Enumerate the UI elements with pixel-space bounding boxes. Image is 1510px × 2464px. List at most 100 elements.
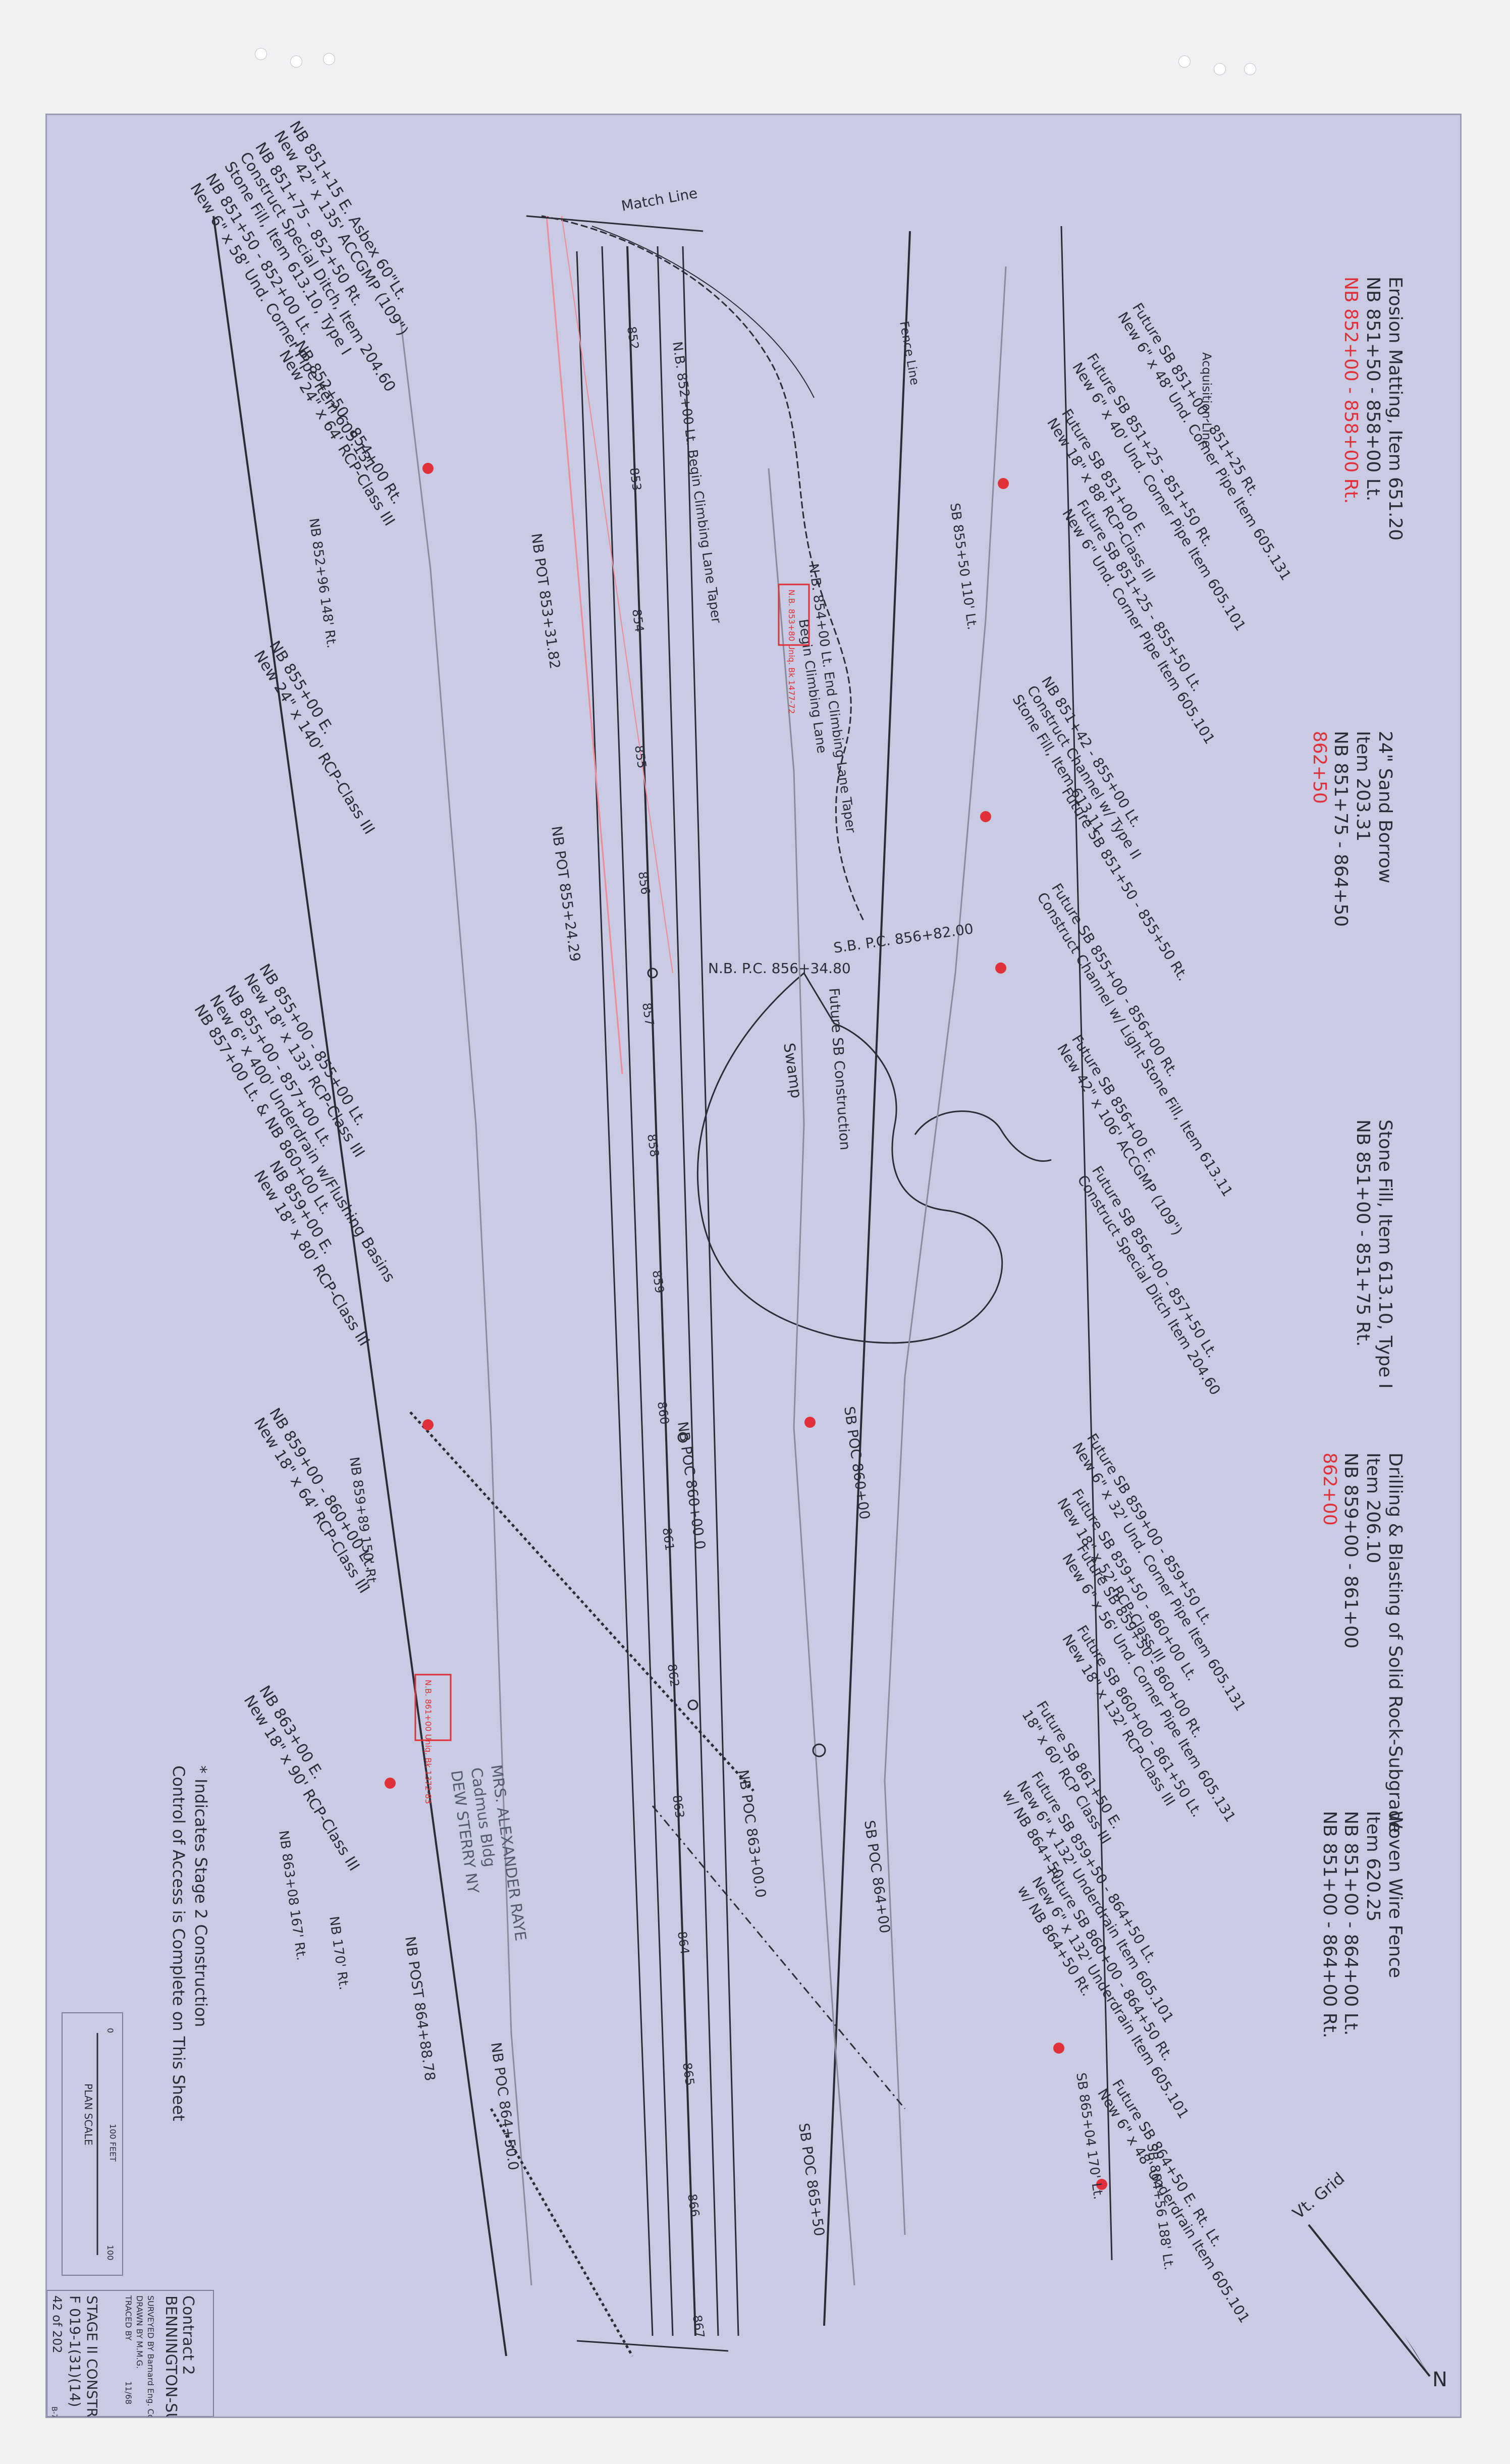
svg-text:Woven Wire Fence: Woven Wire Fence	[1385, 1811, 1406, 1978]
match-line	[526, 215, 704, 232]
svg-text:Construct Special Ditch Item 2: Construct Special Ditch Item 204.60	[1074, 1172, 1224, 1398]
svg-text:DRAWN BY: DRAWN BY	[135, 2295, 144, 2339]
header-note-stone-fill: Stone Fill, Item 613.10, Type I NB 851+0…	[1353, 1119, 1395, 1388]
proposed-line	[546, 216, 623, 1075]
alignment-label: NB POT 853+31.82	[528, 532, 563, 670]
alignment-label: Fence Line	[897, 320, 922, 386]
station-label: 866	[685, 2193, 702, 2218]
station-label: 853	[627, 467, 644, 492]
station-label: 865	[680, 2062, 697, 2086]
svg-text:Control of Access is Complete: Control of Access is Complete on This Sh…	[169, 1765, 188, 2121]
station-label: 855	[632, 744, 649, 769]
svg-text:F 019-1(31)(14): F 019-1(31)(14)	[67, 2295, 83, 2407]
alignment-label: N.B. 852+00 Lt. Begin Climbing Lane Tape…	[669, 341, 724, 624]
north-label: N	[1432, 2368, 1447, 2391]
binder-hole	[1244, 63, 1256, 75]
survey-stamp	[414, 1674, 452, 1741]
station-label: 861	[660, 1527, 677, 1551]
bank-line	[591, 226, 815, 398]
north-arrow-head	[1405, 2336, 1430, 2376]
roadway-edge	[682, 246, 739, 2336]
binder-hole	[290, 56, 302, 68]
station-label: 857	[639, 1002, 657, 1027]
offset-label: NB 852+96 148' Rt.	[306, 517, 339, 650]
sb-centerline	[823, 231, 911, 2326]
svg-text:Stone Fill, Item 613.10, Type: Stone Fill, Item 613.10, Type I	[1375, 1119, 1395, 1388]
svg-text:SURVEYED BY Barnard Eng. Co.: SURVEYED BY Barnard Eng. Co.	[146, 2295, 155, 2417]
plan-sheet: N Vt. Grid Erosion Matting, Item 651.20 …	[45, 114, 1462, 2464]
svg-text:TRACED BY: TRACED BY	[124, 2295, 133, 2341]
svg-text:Construct Channel w/ Type II: Construct Channel w/ Type II	[1023, 682, 1145, 862]
proposed-line	[561, 216, 673, 974]
svg-text:STAGE II CONSTRUCTION: STAGE II CONSTRUCTION	[84, 2295, 100, 2417]
vt-grid-label: Vt. Grid	[1289, 2169, 1349, 2223]
svg-text:NB 851+00 - 851+75 Rt.: NB 851+00 - 851+75 Rt.	[1353, 1119, 1373, 1347]
svg-text:NB 859+00 - 861+00: NB 859+00 - 861+00	[1340, 1453, 1361, 1648]
svg-text:Contract 2: Contract 2	[179, 2295, 197, 2375]
structure-symbol	[687, 1699, 698, 1710]
title-block-meta: SURVEYED BY Barnard Eng. Co. DRAWN BY M.…	[124, 2295, 155, 2422]
station-label: 854	[629, 608, 646, 633]
swamp-outline	[696, 972, 1003, 1344]
svg-text:NB 851+00 - 864+00 Lt.: NB 851+00 - 864+00 Lt.	[1340, 1811, 1361, 2036]
svg-text:Item 206.10: Item 206.10	[1363, 1453, 1383, 1563]
legend: Control of Access is Complete on This Sh…	[169, 1765, 210, 2121]
stream-line	[541, 215, 866, 923]
svg-text:* Indicates Stage 2 Constructi: * Indicates Stage 2 Construction	[191, 1765, 210, 2027]
station-label: 867	[690, 2314, 707, 2339]
svg-text:24" Sand Borrow: 24" Sand Borrow	[1375, 731, 1395, 883]
structure-symbol	[677, 1432, 688, 1443]
railroad	[409, 1411, 754, 1792]
svg-text:BENNINGTON-SUNDERLAND: BENNINGTON-SUNDERLAND	[162, 2295, 180, 2417]
svg-text:NB 851+00 - 864+00 Rt.: NB 851+00 - 864+00 Rt.	[1319, 1811, 1340, 2038]
control-point	[422, 1419, 434, 1430]
slope-limit-line	[884, 266, 1007, 2235]
svg-text:NB 852+00 - 858+00 Rt.: NB 852+00 - 858+00 Rt.	[1340, 277, 1361, 504]
control-point	[422, 463, 434, 474]
structure-symbol	[647, 968, 658, 979]
left-callouts-group-2: NB 852+50 - 854+00 Rt. New 24" x 64' RCP…	[276, 338, 406, 529]
match-line	[576, 2340, 729, 2352]
header-note-fence: Woven Wire Fence Item 620.25 NB 851+00 -…	[1319, 1811, 1406, 2038]
alignment-label: SB POC 860+00	[841, 1405, 873, 1520]
alignment-label: S.B. P.C. 856+82.00	[832, 920, 974, 956]
station-label: 862	[665, 1663, 682, 1688]
svg-text:New 24" x 140' RCP-Class III: New 24" x 140' RCP-Class III	[250, 648, 379, 838]
svg-text:42 of 202: 42 of 202	[50, 2295, 64, 2353]
offset-label: NB 170' Rt.	[326, 1915, 351, 1991]
alignment-label: N.B. P.C. 856+34.80	[708, 960, 851, 977]
scale-tick: 100	[105, 2245, 115, 2261]
binder-hole	[323, 53, 335, 65]
railroad	[490, 2108, 634, 2357]
control-point	[1053, 2043, 1064, 2054]
roadway-edge	[576, 251, 654, 2336]
svg-text:M.M.G.: M.M.G.	[135, 2341, 144, 2369]
alignment-label: NB POC 863+00.0	[735, 1769, 769, 1899]
svg-text:NB 852+50 - 854+00 Rt.: NB 852+50 - 854+00 Rt.	[291, 338, 406, 508]
svg-text:New 18" x 90' RCP-Class III: New 18" x 90' RCP-Class III	[240, 1692, 363, 1874]
north-arrow	[1308, 2224, 1431, 2377]
roadway-centerline	[626, 246, 696, 2336]
header-note-drilling: Drilling & Blasting of Solid Rock-Subgra…	[1319, 1453, 1406, 1833]
control-point	[998, 478, 1009, 489]
alignment-label: Future SB Construction	[826, 987, 853, 1151]
roadway-edge	[601, 246, 674, 2336]
svg-text:NB 851+50 - 858+00 Lt.: NB 851+50 - 858+00 Lt.	[1363, 277, 1383, 501]
control-point	[995, 962, 1006, 974]
station-label: 856	[635, 871, 653, 895]
control-point	[1096, 2179, 1107, 2190]
property-line	[652, 1805, 906, 2109]
scale-tick: 100 FEET	[108, 2124, 118, 2162]
svg-text:Future SB 851+25 - 851+50 Rt.: Future SB 851+25 - 851+50 Rt.	[1084, 350, 1217, 550]
alignment-label: Acquisition Line	[1200, 352, 1214, 448]
scale-tick: 0	[105, 2028, 115, 2033]
page-code: B-7	[50, 2406, 58, 2417]
survey-stamp	[778, 583, 810, 646]
binder-hole	[1178, 56, 1191, 68]
binder-hole	[255, 48, 267, 60]
svg-text:Item 620.25: Item 620.25	[1363, 1811, 1383, 1921]
nb-centerline	[212, 216, 507, 2356]
svg-text:Drilling & Blasting of Solid R: Drilling & Blasting of Solid Rock-Subgra…	[1385, 1453, 1406, 1833]
structure-symbol	[812, 1743, 826, 1757]
station-label: 852	[624, 326, 641, 350]
